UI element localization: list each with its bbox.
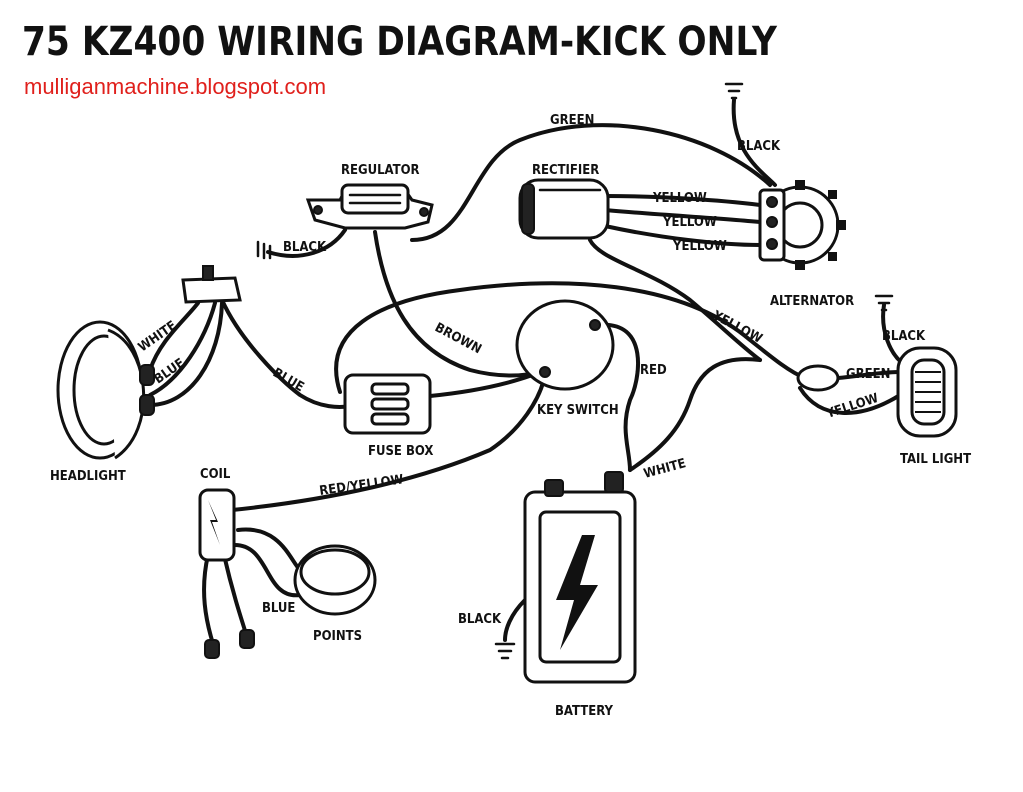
headlight-component bbox=[56, 320, 155, 460]
label-green-top: GREEN bbox=[550, 113, 594, 128]
wire-green-tail bbox=[836, 370, 902, 380]
label-tail-light: TAIL LIGHT bbox=[900, 452, 971, 467]
label-red-yellow: RED/YELLOW bbox=[318, 472, 404, 499]
wire-red-yellow bbox=[230, 373, 547, 512]
label-key-switch: KEY SWITCH bbox=[537, 403, 619, 418]
label-black-tail: BLACK bbox=[882, 329, 926, 344]
label-blue-fusebox: BLUE bbox=[270, 365, 306, 395]
wire-yellow-1 bbox=[603, 194, 762, 207]
label-green-tail: GREEN bbox=[846, 367, 890, 382]
rectifier-component bbox=[518, 178, 610, 240]
wire-blue-fusebox bbox=[220, 298, 352, 409]
label-fuse-box: FUSE BOX bbox=[368, 444, 433, 459]
label-points: POINTS bbox=[313, 629, 362, 644]
wire-yellow-tail-2 bbox=[798, 386, 902, 415]
wire-yellow-tail bbox=[334, 281, 807, 394]
label-battery: BATTERY bbox=[555, 704, 613, 719]
coil-component bbox=[198, 488, 255, 659]
wire-black-alternator bbox=[731, 98, 777, 187]
points-component bbox=[293, 544, 377, 616]
battery-component bbox=[523, 471, 637, 684]
wire-white-headlight bbox=[148, 301, 200, 372]
ground-symbol-alternator bbox=[724, 82, 744, 100]
regulator-component bbox=[305, 183, 434, 230]
wire-black-regulator bbox=[266, 228, 347, 258]
wire-red bbox=[596, 322, 641, 472]
wire-coil-lead-2 bbox=[222, 553, 250, 642]
wire-green-top bbox=[410, 123, 772, 242]
ground-symbol-regulator bbox=[256, 240, 272, 260]
label-black-alternator: BLACK bbox=[737, 139, 781, 154]
wire-headlight-low bbox=[148, 301, 224, 407]
label-red: RED bbox=[640, 363, 667, 378]
blog-url: mulliganmachine.blogspot.com bbox=[24, 74, 327, 99]
wire-blue-points bbox=[233, 543, 302, 598]
fuse-box-component bbox=[343, 373, 432, 435]
wire-yellow-3 bbox=[603, 224, 762, 247]
headlight-connector bbox=[181, 265, 242, 304]
label-alternator: ALTERNATOR bbox=[770, 294, 854, 309]
label-yellow-tail-2: YELLOW bbox=[824, 391, 881, 422]
wire-brown bbox=[373, 230, 542, 378]
label-blue-points: BLUE bbox=[262, 601, 295, 616]
label-yellow-2: YELLOW bbox=[662, 215, 717, 230]
label-regulator: REGULATOR bbox=[341, 163, 420, 178]
label-coil: COIL bbox=[200, 467, 231, 482]
label-yellow-3: YELLOW bbox=[672, 239, 727, 254]
label-headlight: HEADLIGHT bbox=[50, 469, 126, 484]
label-yellow-1: YELLOW bbox=[652, 191, 707, 206]
label-black-regulator: BLACK bbox=[283, 240, 327, 255]
label-black-battery: BLACK bbox=[458, 612, 502, 627]
wire-rectifier-tail bbox=[588, 238, 762, 362]
wire-yellow-2 bbox=[603, 208, 762, 224]
label-brown: BROWN bbox=[432, 320, 484, 357]
wire-black-battery bbox=[503, 598, 527, 642]
wire-white-battery bbox=[628, 357, 762, 472]
ground-symbol-tail bbox=[874, 294, 894, 312]
label-white-battery: WHITE bbox=[642, 456, 687, 482]
wire-coil-lead-1 bbox=[202, 553, 217, 652]
wire-blue-headlight bbox=[148, 301, 217, 397]
ground-symbol-battery bbox=[494, 642, 516, 660]
diagram-title: 75 KZ400 WIRING DIAGRAM-KICK ONLY bbox=[22, 19, 777, 65]
key-switch-component bbox=[515, 299, 615, 391]
wires bbox=[148, 98, 907, 652]
label-rectifier: RECTIFIER bbox=[532, 163, 599, 178]
alternator-component bbox=[758, 180, 846, 270]
tail-light-component bbox=[796, 346, 958, 438]
